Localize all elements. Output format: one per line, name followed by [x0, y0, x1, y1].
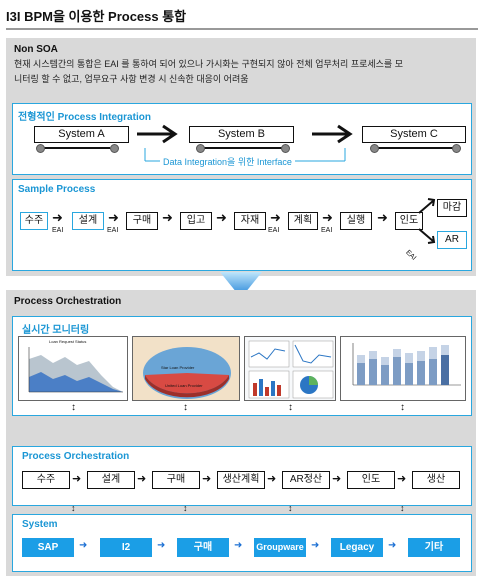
arrow-right-icon: ➜ [202, 473, 212, 485]
bolt-icon [110, 144, 119, 153]
sync-arrow-icon: ↕ [183, 503, 188, 513]
system-etc: 기타 [408, 538, 460, 557]
po-step-box: 설계 [87, 471, 135, 489]
interface-label: Data Integration을 위한 Interface [160, 155, 295, 168]
desc-line-1: 현재 시스템간의 통합은 EAI 를 통하여 되어 있으나 가시화는 구현되지 … [14, 59, 403, 69]
bolt-icon [370, 144, 379, 153]
po-title: Process Orchestration [22, 451, 130, 462]
eai-label: EAI [52, 227, 64, 234]
sample-process-title: Sample Process [18, 184, 96, 195]
po-step-box: AR정산 [282, 471, 330, 489]
step-box: 실행 [340, 212, 372, 230]
page-title: I3I BPM을 이용한 Process 통합 [6, 9, 187, 24]
system-b-box: System B [189, 126, 294, 143]
monitor-chart-dashboard [244, 336, 336, 401]
step-box: 구매 [126, 212, 158, 230]
title-divider [6, 28, 478, 30]
arrow-right-icon: ➜ [79, 540, 88, 551]
arrow-right-icon: ➜ [267, 473, 277, 485]
po-step-box: 인도 [347, 471, 395, 489]
arrow-right-icon [137, 124, 178, 144]
po-step-box: 생산 [412, 471, 460, 489]
end-step-box: AR [437, 231, 467, 249]
monitor-chart-bar [340, 336, 466, 401]
desc-line-2: 니터링 할 수 없고, 업무요구 사항 변경 시 신속한 대응이 어려움 [14, 74, 249, 84]
bolt-icon [196, 144, 205, 153]
non-soa-label: Non SOA [14, 44, 58, 55]
process-orchestration-label: Process Orchestration [14, 296, 122, 307]
traditional-integration-title: 전형적인 Process Integration [18, 112, 151, 123]
bolt-icon [281, 144, 290, 153]
sync-arrow-icon: ↕ [183, 402, 188, 413]
arrow-right-icon: ➜ [388, 540, 397, 551]
step-box: 수주 [20, 212, 48, 230]
arrow-right-icon: ➜ [216, 210, 227, 225]
step-box: 입고 [180, 212, 212, 230]
down-arrow-icon [220, 272, 262, 298]
pie-label: Star Loan Provider [161, 365, 195, 370]
arrow-right-icon: ➜ [332, 473, 342, 485]
arrow-right-icon: ➜ [234, 540, 243, 551]
system-i2: I2 [100, 538, 152, 557]
monitor-chart-pie: Star Loan Provider United Loan Provider [132, 336, 240, 401]
eai-label: EAI [321, 227, 333, 234]
system-panel [12, 514, 472, 572]
arrow-right-icon: ➜ [72, 473, 82, 485]
po-step-box: 구매 [152, 471, 200, 489]
system-legacy: Legacy [331, 538, 383, 557]
step-box: 자재 [234, 212, 266, 230]
eai-label: EAI [268, 227, 280, 234]
end-step-box: 마감 [437, 199, 467, 217]
bolt-icon [36, 144, 45, 153]
arrow-right-icon: ➜ [397, 473, 407, 485]
arrow-right-icon: ➜ [322, 210, 333, 225]
system-a-box: System A [34, 126, 129, 143]
arrow-right-icon: ➜ [52, 210, 63, 225]
sync-arrow-icon: ↕ [288, 402, 293, 413]
monitor-chart-area: Loan Request Status [18, 336, 128, 401]
arrow-right-icon: ➜ [311, 540, 320, 551]
system-connector-lines [40, 147, 455, 149]
system-purchase: 구매 [177, 538, 229, 557]
monitoring-title: 실시간 모니터링 [22, 325, 90, 336]
step-box: 설계 [72, 212, 104, 230]
non-soa-description: 현재 시스템간의 통합은 EAI 를 통하여 되어 있으나 가시화는 구현되지 … [14, 57, 474, 87]
arrow-right-icon: ➜ [162, 210, 173, 225]
system-title: System [22, 519, 58, 530]
arrow-right-icon: ➜ [270, 210, 281, 225]
step-box: 계획 [288, 212, 318, 230]
system-c-box: System C [362, 126, 466, 143]
eai-label: EAI [107, 227, 119, 234]
arrow-right-icon [312, 124, 353, 144]
sync-arrow-icon: ↕ [71, 503, 76, 513]
po-step-box: 수주 [22, 471, 70, 489]
branch-arrows [418, 198, 436, 244]
system-groupware: Groupware [254, 538, 306, 557]
sync-arrow-icon: ↕ [400, 503, 405, 513]
system-sap: SAP [22, 538, 74, 557]
sync-arrow-icon: ↕ [288, 503, 293, 513]
arrow-right-icon: ➜ [157, 540, 166, 551]
pie-label: United Loan Provider [165, 383, 203, 388]
step-box: 인도 [395, 212, 423, 230]
sync-arrow-icon: ↕ [400, 402, 405, 413]
arrow-right-icon: ➜ [108, 210, 119, 225]
chart1-title: Loan Request Status [49, 339, 87, 344]
bolt-icon [452, 144, 461, 153]
arrow-right-icon: ➜ [137, 473, 147, 485]
po-step-box: 생산계획 [217, 471, 265, 489]
sync-arrow-icon: ↕ [71, 402, 76, 413]
arrow-right-icon: ➜ [377, 210, 388, 225]
